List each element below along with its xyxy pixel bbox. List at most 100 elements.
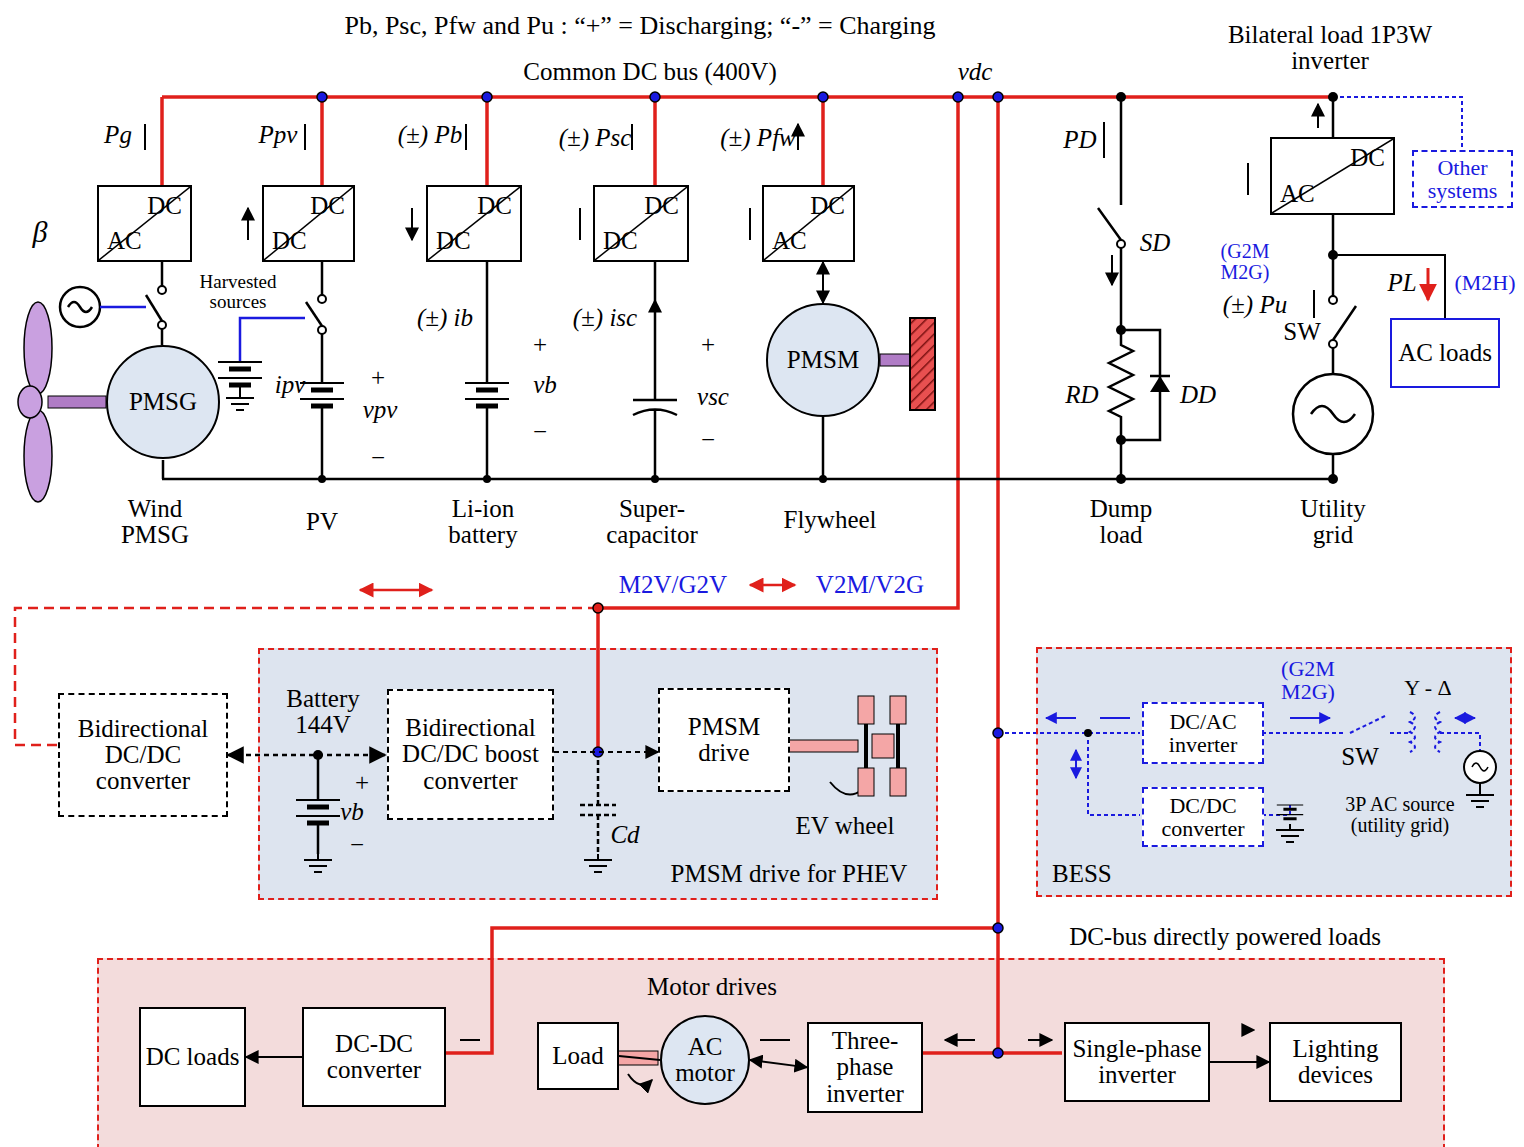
annotation-label: Y - Δ: [1404, 676, 1452, 699]
drawing-path: [1075, 750, 1077, 778]
drawing-use: [304, 854, 332, 872]
component-box: Three-phase inverter: [807, 1022, 923, 1113]
annotation-label: −: [350, 832, 364, 858]
annotation-label: −: [371, 445, 385, 471]
drawing-use: [465, 383, 509, 406]
node-text: DC: [603, 228, 638, 254]
drawing-circle: [1328, 474, 1338, 484]
drawing-circle: [993, 1048, 1003, 1058]
drawing-path: [921, 1051, 1062, 1055]
annotation-label: Battery 144V: [268, 686, 378, 739]
drawing-circle: [651, 475, 659, 483]
annotation-label: +: [701, 332, 715, 358]
drawing-path: [162, 97, 823, 185]
node-text: AC: [1280, 181, 1315, 207]
converter-box: DCDC: [262, 185, 355, 262]
drawing-path: [1104, 122, 1112, 285]
drawing-rect: [97, 958, 1445, 1147]
annotation-label: (G2M M2G): [1268, 657, 1348, 703]
diagonal-line: [1272, 139, 1393, 213]
drawing-circle: [60, 287, 100, 327]
drawing-circle: [818, 92, 828, 102]
drawing-path: [1427, 268, 1430, 300]
drawing-rect: [1036, 647, 1512, 897]
annotation-label: +: [371, 365, 385, 391]
drawing-rect: [880, 354, 910, 366]
drawing-path: [1150, 376, 1170, 392]
region-heading: Motor drives: [647, 974, 777, 1000]
drawing-rect: [858, 768, 874, 796]
annotation-label: DD: [1180, 382, 1216, 408]
drawing-use: [584, 854, 612, 872]
annotation-label: (±) ib: [417, 305, 473, 331]
node-text: DC: [1350, 145, 1385, 171]
annotation-label: RD: [1065, 382, 1098, 408]
annotation-label: Super-capacitor: [587, 496, 717, 549]
drawing-path: [1098, 97, 1133, 479]
component-box: DC loads: [139, 1007, 246, 1107]
annotation-label: PV: [306, 509, 338, 535]
node-text: AC: [772, 228, 807, 254]
drawing-circle: [318, 475, 326, 483]
drawing-circle: [313, 750, 323, 760]
diagonal-line: [764, 187, 853, 260]
annotation-label: EV wheel: [796, 813, 895, 839]
annotation-label: Pb, Psc, Pfw and Pu : “+” = Discharging;…: [344, 12, 935, 39]
node-text: DC-DC converter: [308, 1031, 440, 1084]
drawing-circle: [1116, 92, 1126, 102]
drawing-circle: [993, 728, 1003, 738]
component-box: Load: [537, 1022, 619, 1090]
component-box: PMSM drive: [658, 688, 790, 792]
drawing-use: [226, 392, 254, 410]
region-heading: PMSM drive for PHEV: [671, 861, 908, 887]
annotation-label: SW: [1341, 744, 1379, 770]
drawing-path: [228, 754, 385, 757]
node-text: DC: [644, 193, 679, 219]
drawing-circle: [1329, 340, 1337, 348]
annotation-label: Wind PMSG: [95, 496, 215, 549]
drawing-circle: [993, 923, 1003, 933]
drawing-circle: [1293, 374, 1373, 454]
diagonal-line: [264, 187, 353, 260]
drawing-path: [412, 104, 1318, 240]
drawing-circle: [650, 92, 660, 102]
converter-box: DC AC: [1270, 137, 1395, 215]
drawing-path: [68, 302, 92, 312]
node-text: DC: [810, 193, 845, 219]
drawing-rect: [890, 696, 906, 724]
drawing-path: [146, 295, 162, 321]
drawing-path: [866, 724, 898, 768]
drawing-path: [306, 302, 322, 326]
drawing-circle: [993, 92, 1003, 102]
node-text: Load: [552, 1043, 603, 1069]
annotation-label: ipv: [275, 372, 306, 398]
component-box: Bidirectional DC/DC converter: [58, 693, 228, 817]
drawing-circle: [1117, 240, 1125, 248]
drawing-circle: [483, 475, 491, 483]
annotation-label: −: [701, 427, 715, 453]
annotation-label: (M2H): [1454, 271, 1515, 294]
annotation-label: SD: [1140, 230, 1171, 256]
drawing-circle: [1116, 474, 1126, 484]
node-text: AC motor: [662, 1034, 748, 1087]
annotation-label: SW: [1283, 319, 1321, 345]
drawing-rect: [788, 740, 858, 752]
drawing-path: [1472, 763, 1488, 771]
node-text: PMSG: [129, 389, 197, 415]
connector: [750, 1060, 807, 1067]
drawing-rect: [872, 734, 894, 758]
drawing-path: [247, 208, 249, 240]
converter-box: DCAC: [762, 185, 855, 262]
annotation-label: (±) Pb: [398, 122, 462, 148]
annotation-label: Common DC bus (400V): [523, 59, 776, 85]
converter-box: DCAC: [97, 185, 192, 262]
drawing-circle: [158, 286, 166, 294]
drawing-use: [296, 800, 340, 823]
annotation-label: −: [533, 419, 547, 445]
drawing-circle: [1084, 729, 1092, 737]
annotation-label: Ppv: [259, 122, 298, 148]
annotation-label: (±) Pfw: [720, 125, 796, 151]
node-text: DC/DC converter: [1148, 794, 1258, 840]
node-text: AC: [107, 228, 142, 254]
